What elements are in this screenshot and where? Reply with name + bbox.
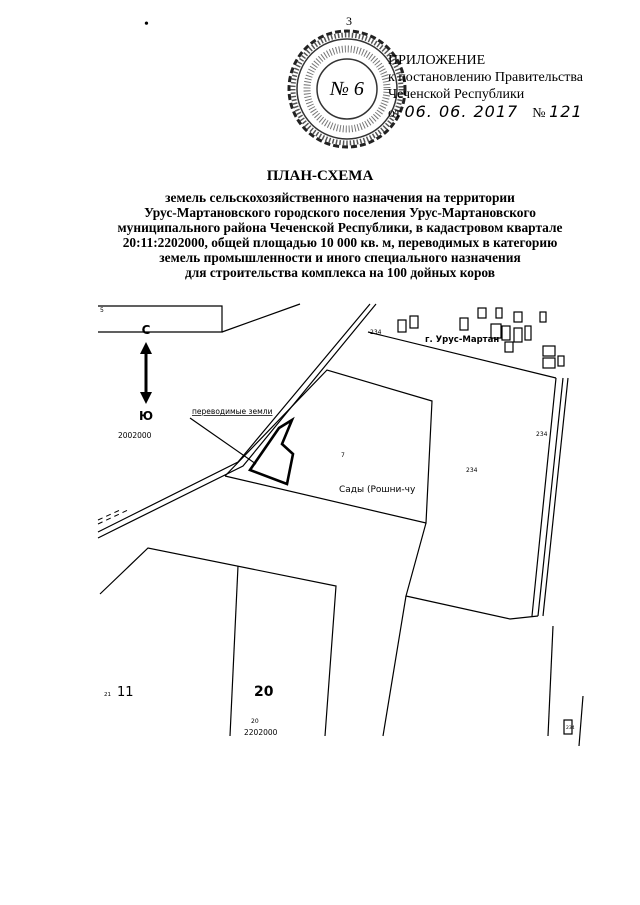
subtitle-line: Урус-Мартановского городского поселения … xyxy=(144,205,536,220)
dashed-line xyxy=(97,509,129,525)
house-marker xyxy=(513,311,523,323)
house-marker xyxy=(557,355,565,367)
parcel-number: 234 xyxy=(466,467,478,474)
margin-dot: • xyxy=(144,17,149,32)
zone-label: 20 xyxy=(254,684,274,700)
document-title: ПЛАН-СХЕМА xyxy=(266,168,374,184)
zone-label: 11 xyxy=(117,685,134,700)
map-boundary xyxy=(382,595,407,737)
number-prefix: № xyxy=(532,106,546,121)
handwritten-date: 06. 06. 2017 xyxy=(404,102,519,121)
map-boundary xyxy=(224,369,433,524)
transferred-land-parcel xyxy=(247,416,295,486)
road-line xyxy=(97,303,377,539)
map-boundary xyxy=(542,377,569,617)
house-marker xyxy=(459,317,469,331)
map-boundary xyxy=(547,625,554,737)
handwritten-number: 121 xyxy=(549,102,583,121)
official-seal: № 6 xyxy=(287,29,407,149)
subtitle-line: земель сельскохозяйственного назначения … xyxy=(165,190,515,205)
appendix-block: ПРИЛОЖЕНИЕ к постановлению Правительства… xyxy=(388,52,628,122)
house-marker xyxy=(490,323,502,339)
map-boundary xyxy=(537,377,564,617)
subtitle-line: 20:11:2202000, общей площадью 10 000 кв.… xyxy=(122,235,558,250)
town-label: г. Урус-Мартан xyxy=(425,335,499,345)
house-marker xyxy=(542,357,556,369)
parcel-number: 234 xyxy=(566,725,575,731)
quarter-label-bottom: 2202000 xyxy=(244,728,278,737)
map-boundary xyxy=(578,695,584,747)
house-marker xyxy=(397,319,407,333)
house-marker xyxy=(504,341,514,353)
house-marker xyxy=(477,307,487,319)
map-boundary xyxy=(531,377,557,617)
appendix-title: ПРИЛОЖЕНИЕ xyxy=(388,53,486,68)
zone-small-label: 20 xyxy=(251,718,259,725)
house-marker xyxy=(524,325,532,341)
dashed-line xyxy=(97,509,121,521)
appendix-date-line: от 06. 06. 2017 № 121 xyxy=(388,103,628,122)
house-marker xyxy=(563,719,573,735)
seal-number: № 6 xyxy=(329,78,364,100)
map-boundary xyxy=(405,522,539,620)
map-boundary xyxy=(98,305,223,333)
subtitle-line: муниципального района Чеченской Республи… xyxy=(117,220,563,235)
parcel-number: 234 xyxy=(536,431,548,438)
house-marker xyxy=(495,307,503,319)
subtitle-line: земель промышленности и иного специально… xyxy=(159,250,521,265)
appendix-line: Чеченской Республики xyxy=(388,87,525,102)
map-boundary xyxy=(99,547,337,737)
house-marker xyxy=(409,315,419,329)
house-marker xyxy=(513,327,523,343)
transferred-land-label: переводимые земли xyxy=(192,407,273,416)
edge-mark: 5 xyxy=(100,307,104,314)
date-prefix: от xyxy=(388,106,401,121)
subtitle-line: для строительства комплекса на 100 дойны… xyxy=(185,265,495,280)
quarter-label-left: 2002000 xyxy=(118,431,152,440)
south-label: Ю xyxy=(139,409,153,423)
north-arrow xyxy=(140,342,152,404)
house-marker xyxy=(539,311,547,323)
map-boundary xyxy=(367,331,557,379)
parcel-number: 234 xyxy=(370,329,382,336)
map-boundary xyxy=(229,565,239,737)
appendix-line: к постановлению Правительства xyxy=(388,70,584,85)
document-subtitle: земель сельскохозяйственного назначения … xyxy=(80,190,600,280)
map-boundary xyxy=(221,303,301,333)
cadastral-map: С Ю переводимые земли 2002000 г. Урус-Ма… xyxy=(97,303,584,747)
gardens-label: Сады (Рошни-чу xyxy=(339,485,416,495)
north-label: С xyxy=(142,323,151,337)
house-marker xyxy=(542,345,556,357)
page-number: 3 xyxy=(346,14,352,28)
house-marker xyxy=(501,325,511,341)
parcel-number: 7 xyxy=(341,452,345,459)
leader-line xyxy=(189,417,257,465)
zone-small-label: 21 xyxy=(104,692,111,698)
